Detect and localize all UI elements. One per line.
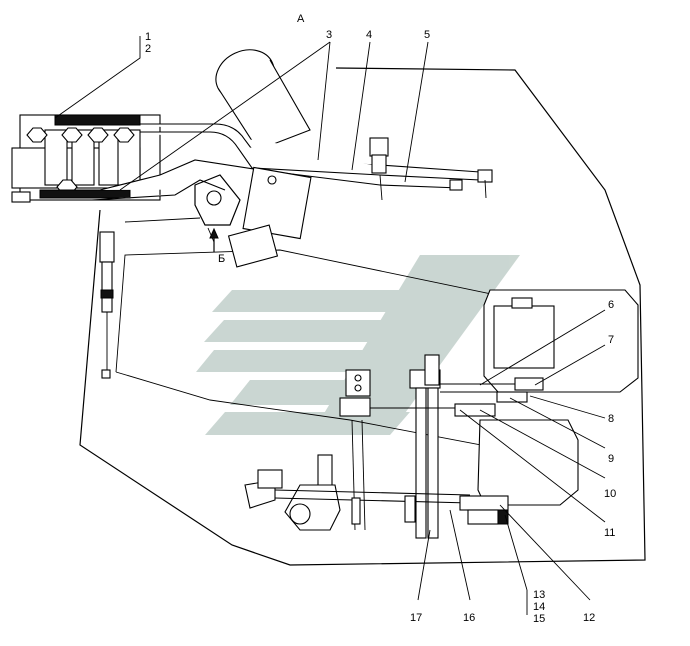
callout-3: 3 — [326, 29, 332, 41]
left-cylinder — [99, 231, 115, 379]
callout-14: 14 — [533, 601, 545, 613]
callout-16: 16 — [463, 612, 475, 624]
section-arrow-label: Б — [218, 253, 225, 265]
callout-9: 9 — [608, 453, 614, 465]
pedal-assembly — [124, 166, 312, 268]
view-label: А — [297, 13, 305, 25]
callout-8: 8 — [608, 413, 614, 425]
callout-11: 11 — [604, 527, 615, 539]
leader-lines — [54, 36, 606, 615]
callout-12: 12 — [583, 612, 595, 624]
callout-15: 15 — [533, 613, 545, 625]
callout-4: 4 — [366, 29, 372, 41]
callout-labels: А Б 1 2 3 4 5 6 7 8 9 10 11 12 13 14 15 … — [145, 13, 616, 625]
hydraulic-tank — [483, 289, 639, 393]
cab-outline — [79, 67, 646, 566]
callout-5: 5 — [424, 29, 430, 41]
lower-assembly — [244, 454, 509, 531]
valve-block-assembly — [11, 114, 161, 203]
callout-10: 10 — [604, 488, 616, 500]
filter-canister — [215, 49, 311, 151]
callout-13: 13 — [533, 589, 545, 601]
callout-7: 7 — [608, 334, 614, 346]
callout-2: 2 — [145, 43, 151, 55]
callout-6: 6 — [608, 299, 614, 311]
callout-17: 17 — [410, 612, 422, 624]
callout-1: 1 — [145, 31, 151, 43]
